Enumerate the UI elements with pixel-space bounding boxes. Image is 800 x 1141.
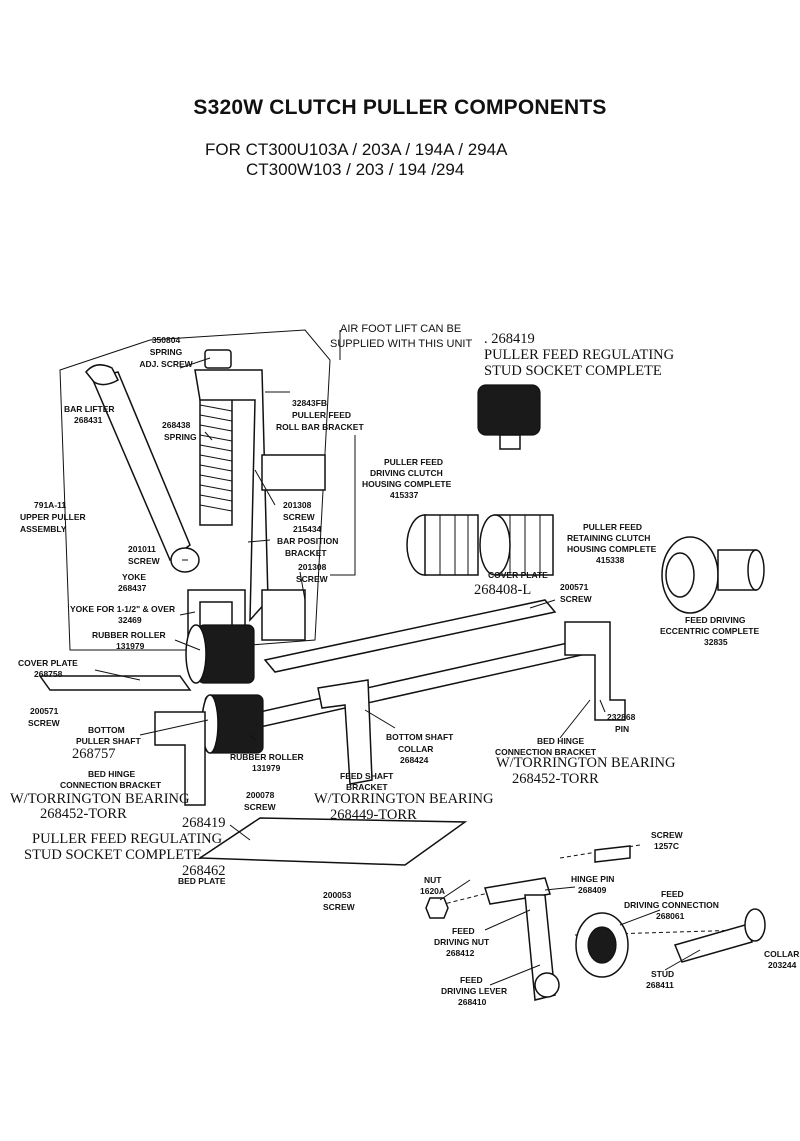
subtitle-line-1: FOR CT300U103A / 203A / 194A / 294A	[205, 140, 508, 159]
label-bed-plate: BED PLATE	[178, 876, 226, 886]
drawing	[38, 329, 766, 1001]
bar-lifter-handle	[85, 364, 119, 386]
callout-268408: 268408-L	[474, 582, 531, 598]
collar-body	[744, 908, 766, 942]
callout-268462: 268462	[182, 863, 226, 879]
page-title: S320W CLUTCH PULLER COMPONENTS	[193, 96, 607, 119]
screw-1257c-body	[594, 845, 631, 863]
left-cover-plate	[38, 675, 192, 691]
bottom-puller-shaft-body	[214, 637, 596, 737]
spring-coils	[199, 404, 233, 512]
subtitle-line-2: CT300W103 / 203 / 194 /294	[246, 160, 465, 179]
note-line-2: SUPPLIED WITH THIS UNIT	[330, 338, 472, 350]
bar-lifter-arm	[90, 371, 191, 562]
spring-adj-screw-knob	[204, 349, 232, 369]
hinge-pin-body	[484, 877, 551, 905]
bed-plate-body	[197, 817, 468, 866]
callout-268757: 268757	[72, 746, 116, 762]
driving-clutch-body	[424, 514, 479, 576]
feed-shaft-bracket-body	[317, 679, 373, 785]
eccentric-shaft-end	[747, 549, 765, 591]
roll-bar-bracket-body	[194, 369, 269, 623]
retaining-clutch-ribs	[509, 515, 541, 575]
right-bed-hinge-bracket	[564, 621, 626, 721]
left-bed-hinge-bracket	[154, 711, 206, 806]
label-cover-plate-right: COVER PLATE	[488, 570, 548, 580]
roll-bar-bracket-arm	[261, 454, 326, 491]
upper-assembly-outline	[59, 329, 331, 651]
stud-socket-top	[477, 384, 541, 436]
upper-roller-end	[185, 624, 207, 684]
stud-268411-body	[673, 924, 754, 963]
retaining-clutch-end	[479, 514, 511, 576]
nut-1620a-body	[425, 897, 449, 919]
driving-lever-end	[534, 972, 560, 998]
stud-socket-stem	[499, 434, 521, 450]
eccentric-bore	[665, 552, 695, 598]
air-foot-note: AIR FOOT LIFT CAN BE SUPPLIED WITH THIS …	[330, 323, 472, 350]
driving-clutch-ribs	[439, 515, 469, 575]
long-cover-plate	[263, 599, 557, 673]
leader-lines	[94, 330, 701, 986]
note-line-1: AIR FOOT LIFT CAN BE	[340, 323, 461, 335]
lower-bracket	[261, 589, 306, 641]
driving-connection-bearing	[587, 926, 617, 964]
